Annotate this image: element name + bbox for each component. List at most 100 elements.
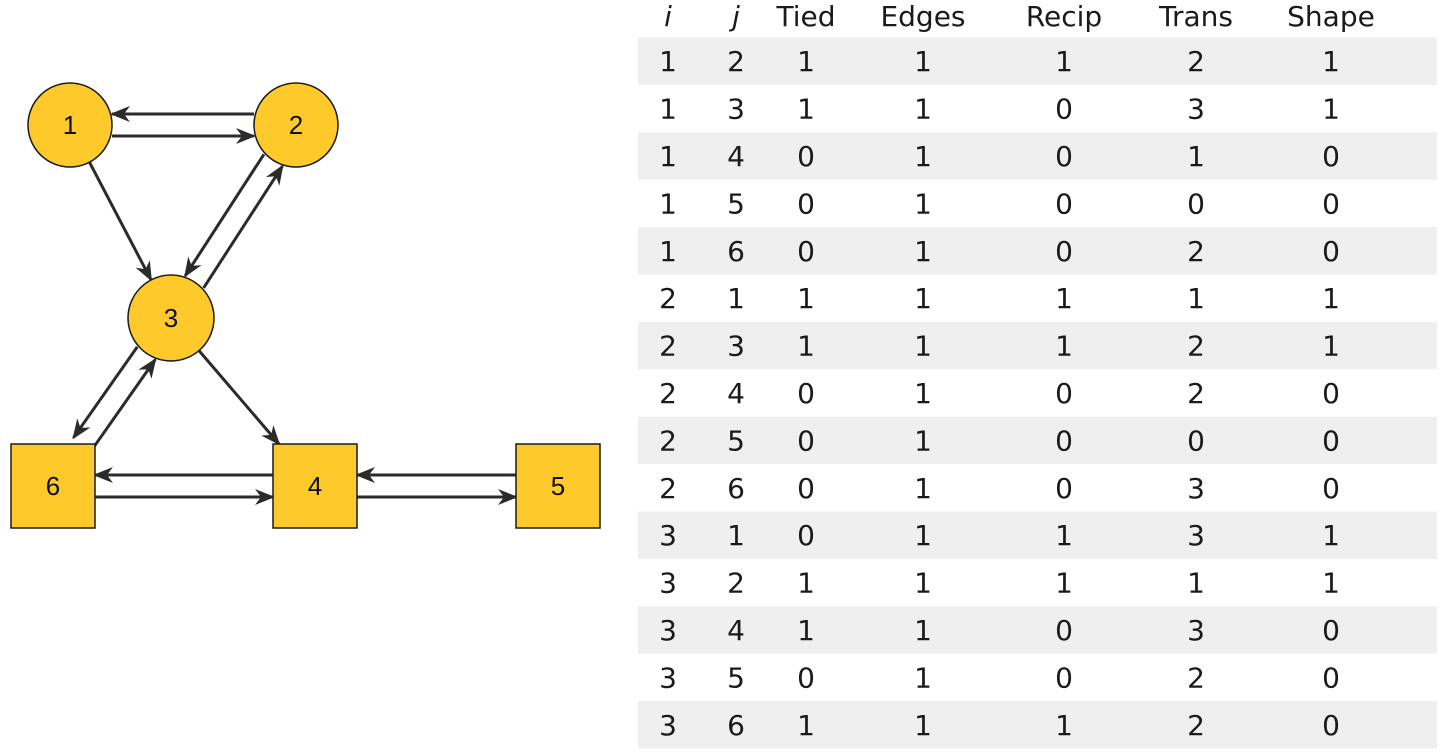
edge-3-to-2 xyxy=(202,164,284,289)
header-j: j xyxy=(728,0,740,33)
edge-2-to-3 xyxy=(183,153,266,278)
cell-edges: 1 xyxy=(914,614,932,647)
cell-shape: 0 xyxy=(1322,424,1340,457)
cell-i: 1 xyxy=(659,45,677,78)
cell-trans: 1 xyxy=(1187,282,1205,315)
cell-tied: 0 xyxy=(797,187,815,220)
header-tied: Tied xyxy=(775,0,835,33)
node-4-label: 4 xyxy=(308,471,322,501)
table-body: 1 2 1 1 1 2 1 1 3 1 1 0 3 1 1 4 0 1 0 1 0 1 5 0 1 0 0 0 1 6 0 1 0 2 0 2 1 1 1 1… xyxy=(659,45,1340,742)
row-stripe xyxy=(638,511,1437,559)
cell-recip: 1 xyxy=(1055,567,1073,600)
cell-i: 3 xyxy=(659,709,677,742)
cell-j: 4 xyxy=(727,140,745,173)
cell-recip: 1 xyxy=(1055,45,1073,78)
cell-tied: 1 xyxy=(797,282,815,315)
cell-j: 1 xyxy=(727,282,745,315)
cell-i: 3 xyxy=(659,567,677,600)
header-shape: Shape xyxy=(1287,0,1375,33)
cell-j: 6 xyxy=(727,709,745,742)
cell-recip: 0 xyxy=(1055,377,1073,410)
cell-tied: 0 xyxy=(797,661,815,694)
cell-trans: 0 xyxy=(1187,187,1205,220)
cell-edges: 1 xyxy=(914,472,932,505)
cell-tied: 1 xyxy=(797,614,815,647)
cell-j: 3 xyxy=(727,93,745,126)
cell-recip: 0 xyxy=(1055,614,1073,647)
cell-trans: 0 xyxy=(1187,424,1205,457)
cell-edges: 1 xyxy=(914,709,932,742)
cell-tied: 0 xyxy=(797,377,815,410)
cell-tied: 0 xyxy=(797,424,815,457)
cell-j: 5 xyxy=(727,187,745,220)
cell-i: 3 xyxy=(659,519,677,552)
cell-trans: 3 xyxy=(1187,519,1205,552)
node-3-circle xyxy=(127,274,215,362)
cell-trans: 2 xyxy=(1187,330,1205,363)
cell-tied: 1 xyxy=(797,330,815,363)
row-stripe xyxy=(638,132,1437,180)
cell-edges: 1 xyxy=(914,282,932,315)
edge-layer xyxy=(72,106,518,505)
cell-i: 1 xyxy=(659,93,677,126)
cell-trans: 3 xyxy=(1187,93,1205,126)
cell-shape: 1 xyxy=(1322,330,1340,363)
cell-j: 1 xyxy=(727,519,745,552)
cell-tied: 1 xyxy=(797,709,815,742)
row-stripe xyxy=(638,701,1437,749)
cell-recip: 1 xyxy=(1055,519,1073,552)
cell-trans: 3 xyxy=(1187,614,1205,647)
node-6-square xyxy=(10,443,96,529)
cell-trans: 2 xyxy=(1187,45,1205,78)
cell-tied: 0 xyxy=(797,140,815,173)
node-1-label: 1 xyxy=(63,110,77,140)
cell-trans: 2 xyxy=(1187,661,1205,694)
cell-j: 5 xyxy=(727,661,745,694)
cell-i: 2 xyxy=(659,472,677,505)
row-stripe xyxy=(638,37,1437,85)
cell-recip: 0 xyxy=(1055,187,1073,220)
cell-tied: 0 xyxy=(797,519,815,552)
cell-edges: 1 xyxy=(914,330,932,363)
cell-recip: 0 xyxy=(1055,93,1073,126)
cell-shape: 0 xyxy=(1322,709,1340,742)
cell-shape: 0 xyxy=(1322,614,1340,647)
edge-1-to-3 xyxy=(88,161,153,282)
cell-i: 1 xyxy=(659,187,677,220)
cell-trans: 1 xyxy=(1187,140,1205,173)
cell-j: 2 xyxy=(727,567,745,600)
row-stripe xyxy=(638,227,1437,275)
cell-recip: 0 xyxy=(1055,140,1073,173)
cell-j: 6 xyxy=(727,472,745,505)
cell-shape: 0 xyxy=(1322,472,1340,505)
cell-shape: 1 xyxy=(1322,45,1340,78)
cell-edges: 1 xyxy=(914,235,932,268)
cell-i: 2 xyxy=(659,330,677,363)
cell-i: 3 xyxy=(659,614,677,647)
cell-i: 2 xyxy=(659,424,677,457)
cell-edges: 1 xyxy=(914,567,932,600)
header-trans: Trans xyxy=(1158,0,1233,33)
row-stripe xyxy=(638,606,1437,654)
cell-edges: 1 xyxy=(914,187,932,220)
node-5-label: 5 xyxy=(551,471,565,501)
cell-trans: 2 xyxy=(1187,377,1205,410)
cell-shape: 0 xyxy=(1322,235,1340,268)
cell-edges: 1 xyxy=(914,519,932,552)
cell-shape: 1 xyxy=(1322,93,1340,126)
cell-tied: 0 xyxy=(797,235,815,268)
header-edges: Edges xyxy=(880,0,965,33)
node-6-label: 6 xyxy=(46,471,60,501)
cell-tied: 0 xyxy=(797,472,815,505)
